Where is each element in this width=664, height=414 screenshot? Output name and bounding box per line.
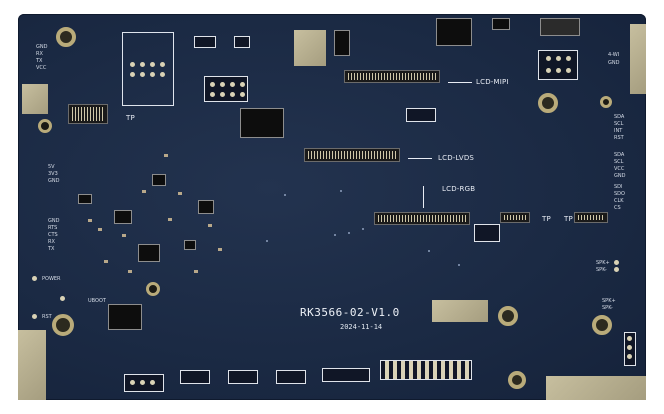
- silk-left-low-3: RX: [48, 239, 55, 245]
- silk-right-col-4: SDI: [614, 184, 623, 190]
- pin-header-icon: [406, 108, 436, 122]
- fpc-connector-icon: [344, 70, 440, 83]
- mount-hole-icon: [146, 282, 160, 296]
- tp-left-label: TP: [126, 114, 135, 122]
- mount-hole-icon: [38, 119, 52, 133]
- silk-spk2-1: SPK-: [602, 305, 613, 311]
- dip-switch: [122, 32, 174, 106]
- chip: [436, 18, 472, 46]
- pin-header-icon: [180, 370, 210, 384]
- silk-right-top-1: GND: [608, 60, 620, 66]
- pin-header-icon: [474, 224, 500, 242]
- lcd-rgb-label: LCD-RGB: [442, 185, 476, 193]
- silk-left-low-2: CTS: [48, 232, 58, 238]
- lcd-mipi-label: LCD-MIPI: [476, 78, 509, 86]
- gold-pad: [294, 30, 326, 66]
- fpc-connector-icon: [500, 212, 530, 223]
- pcb-board: LCD-MIPI LCD-LVDS LCD-RGB TP TP TP 4-WI …: [18, 14, 646, 400]
- silk-right-col-6: CLK: [614, 198, 624, 204]
- pin-header-icon: [234, 36, 250, 48]
- arrow-left-icon: [448, 82, 472, 83]
- pin-header-icon: [276, 370, 306, 384]
- silk-right-col-1: SCL: [614, 159, 624, 165]
- mount-hole-icon: [56, 27, 76, 47]
- chip: [78, 194, 92, 204]
- silk-left-top-1: RX: [36, 51, 43, 57]
- chip: [492, 18, 510, 30]
- silk-spk2-0: SPK+: [602, 298, 616, 304]
- pin-header-icon: [322, 368, 370, 382]
- tp-mid-label: TP: [542, 215, 551, 223]
- mount-hole-icon: [592, 315, 612, 335]
- fpc-connector-icon: [374, 212, 470, 225]
- fpc-connector-icon: [68, 104, 108, 124]
- mount-hole-icon: [600, 96, 612, 108]
- gold-pad: [630, 24, 646, 94]
- chip: [108, 304, 142, 330]
- mount-hole-icon: [508, 371, 526, 389]
- pin-header-icon: [228, 370, 258, 384]
- silk-right-mid-3: RST: [614, 135, 624, 141]
- silk-right-col-7: CS: [614, 205, 621, 211]
- silk-left-mid-2: GND: [48, 178, 60, 184]
- power-label: POWER: [42, 276, 61, 282]
- lcd-lvds-label: LCD-LVDS: [438, 154, 475, 162]
- silk-left-top-3: VCC: [36, 65, 47, 71]
- gold-pad: [546, 376, 646, 400]
- gold-pad: [432, 300, 488, 322]
- pin-header-icon: [194, 36, 216, 48]
- tp-right-label: TP: [564, 215, 573, 223]
- chip: [114, 210, 132, 224]
- silk-right-col-5: SDO: [614, 191, 625, 197]
- silk-left-mid-0: 5V: [48, 164, 55, 170]
- fpc-connector-icon: [574, 212, 608, 223]
- mount-hole-icon: [538, 93, 558, 113]
- silk-right-col-3: GND: [614, 173, 626, 179]
- chip: [198, 200, 214, 214]
- chip: [138, 244, 160, 262]
- gold-pad: [18, 330, 46, 400]
- reset-label: RST: [42, 314, 52, 320]
- mount-hole-icon: [498, 306, 518, 326]
- chip: [240, 108, 284, 138]
- fpc-connector-icon: [304, 148, 400, 162]
- silk-left-low-0: GND: [48, 218, 60, 224]
- silk-left-mid-1: 3V3: [48, 171, 58, 177]
- mount-hole-icon: [52, 314, 74, 336]
- silk-left-top-2: TX: [36, 58, 43, 64]
- gold-pad: [22, 84, 48, 114]
- silk-spk-1: SPK-: [596, 267, 607, 273]
- arrow-left-icon: [408, 158, 432, 159]
- silk-left-low-1: RTS: [48, 225, 58, 231]
- silk-right-mid-2: INT: [614, 128, 623, 134]
- uboot-label: UBOOT: [88, 298, 106, 304]
- board-date: 2024-11-14: [340, 323, 383, 331]
- pin-header-icon: [204, 76, 248, 102]
- pin-header-icon: [538, 50, 578, 80]
- silk-spk-0: SPK+: [596, 260, 610, 266]
- silk-right-top-0: 4-WI: [608, 52, 620, 58]
- pin-header-icon: [380, 360, 472, 380]
- silk-left-top-0: GND: [36, 44, 48, 50]
- silk-right-col-2: VCC: [614, 166, 625, 172]
- chip: [184, 240, 196, 250]
- silk-right-col-0: SDA: [614, 152, 625, 158]
- arrow-down-icon: [423, 186, 424, 208]
- board-model-title: RK3566-02-V1.0: [300, 306, 400, 319]
- silk-right-mid-0: SDA: [614, 114, 625, 120]
- chip: [334, 30, 350, 56]
- chip: [152, 174, 166, 186]
- usb-port: [540, 18, 580, 36]
- silk-right-mid-1: SCL: [614, 121, 624, 127]
- silk-left-low-4: TX: [48, 246, 55, 252]
